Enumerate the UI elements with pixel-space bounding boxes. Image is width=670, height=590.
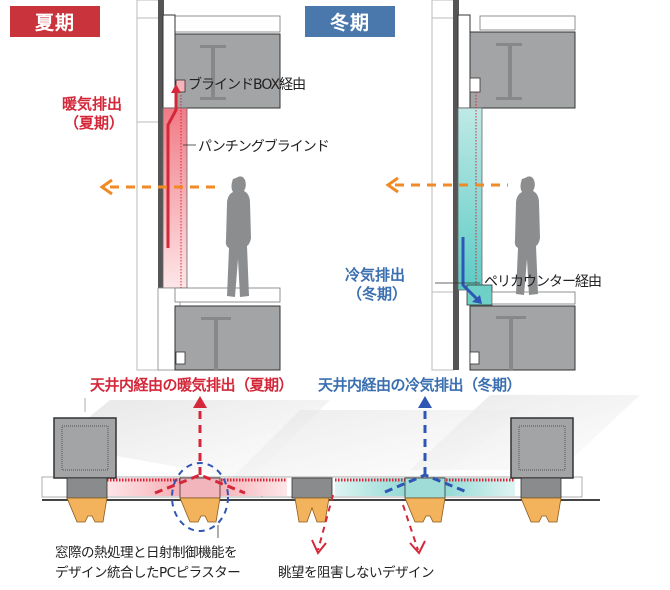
perimeter-counter-label: ペリカウンター経由 xyxy=(484,274,602,290)
column-left xyxy=(53,417,117,479)
person-silhouette-summer xyxy=(225,176,251,297)
pc-pilaster-label-2: デザイン統合したPCピラスター xyxy=(55,565,241,581)
mullion xyxy=(453,0,459,370)
warm-exhaust-label-2: （夏期） xyxy=(64,114,125,132)
person-silhouette-winter xyxy=(514,176,540,295)
exterior-column xyxy=(136,0,160,371)
winter-badge: 冬期 xyxy=(305,6,395,37)
pc-pilaster xyxy=(520,477,562,523)
upper-slab xyxy=(174,33,281,109)
highlight-circle xyxy=(171,462,229,532)
blind-box-label: ブラインドBOX経由 xyxy=(188,77,306,93)
ceiling-warm-label: 天井内経由の暖気排出（夏期） xyxy=(90,376,294,394)
view-arrow-left xyxy=(317,494,334,551)
upper-slab xyxy=(469,31,576,109)
pc-pilaster-label-1: 窓際の熱処理と日射制御機能を xyxy=(55,545,238,561)
column-right xyxy=(510,417,574,479)
view-design-label: 眺望を阻害しないデザイン xyxy=(278,565,435,581)
warm-exhaust-label-1: 暖気排出 xyxy=(62,95,123,113)
warm-air-arrow-icon xyxy=(166,92,178,248)
punching-blind-label: パンチングブラインド xyxy=(198,139,330,155)
mullion xyxy=(158,0,164,370)
cold-exhaust-label-2: （冬期） xyxy=(347,285,408,303)
pc-pilaster xyxy=(66,477,108,523)
winter-section xyxy=(385,0,576,371)
cold-air-arrow-icon xyxy=(461,237,480,302)
ceiling-cold-label: 天井内経由の冷気排出（冬期） xyxy=(318,376,522,394)
summer-badge: 夏期 xyxy=(10,6,100,37)
cold-exhaust-label-1: 冷気排出 xyxy=(345,266,406,284)
plan-view xyxy=(41,395,640,555)
pc-pilaster xyxy=(179,477,221,523)
summer-section xyxy=(99,0,281,371)
pc-pilaster xyxy=(404,477,446,523)
pc-pilaster xyxy=(291,477,333,523)
lower-slab xyxy=(174,305,281,371)
view-arrow-right xyxy=(402,504,419,551)
lower-slab xyxy=(469,305,576,371)
